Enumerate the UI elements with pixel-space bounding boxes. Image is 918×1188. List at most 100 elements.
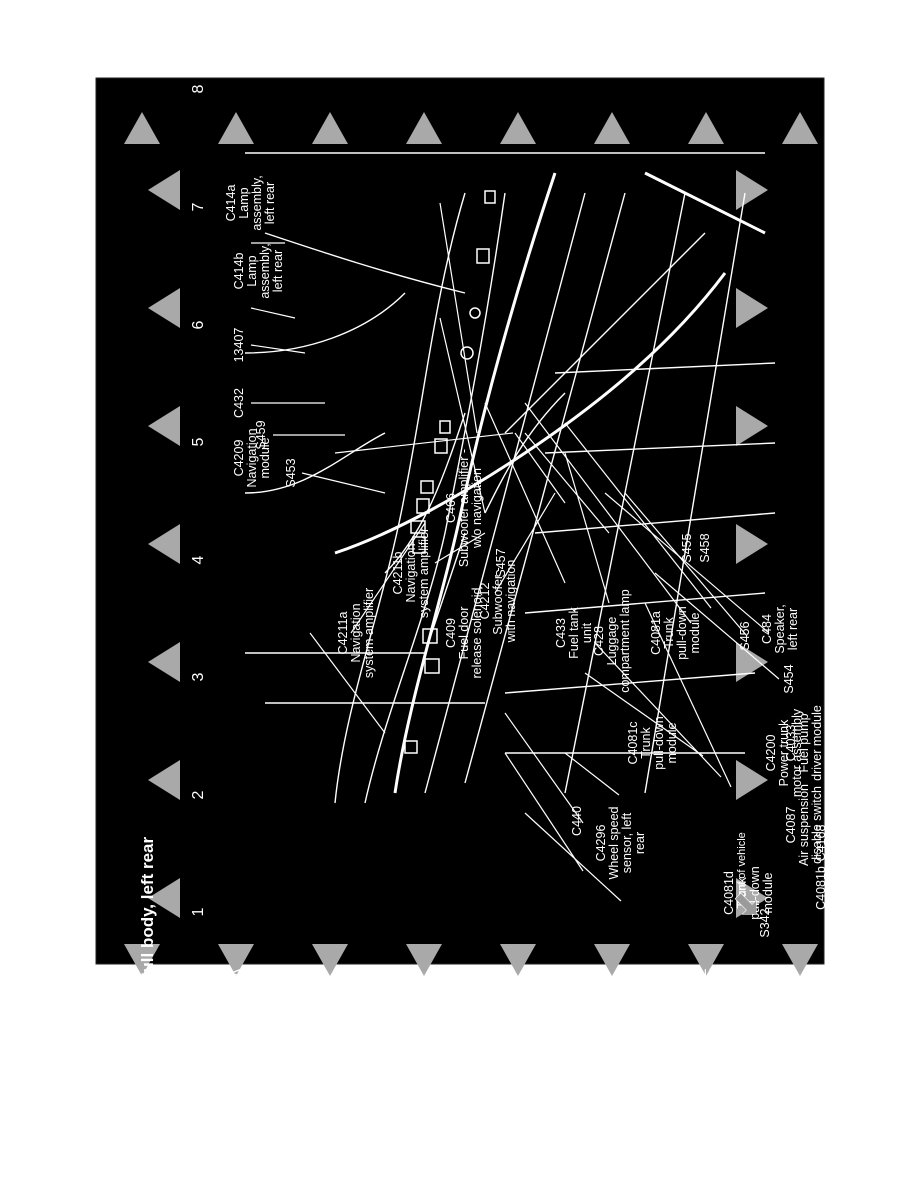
callout-line: S459 [254,420,268,449]
callout-c4212: C4212Subwoofer -with navigation [478,560,518,644]
callout-c4087: C4087Air suspensiondisable switch [784,784,824,866]
col-label: 8 [852,84,869,93]
callout-13407: 13407 [232,328,246,363]
border-marker [406,112,442,144]
callout-line: left rear [263,182,277,224]
callout-line: S458 [698,533,712,562]
callout-line: Subwoofer amplifier - [457,449,471,567]
border-marker [736,642,768,682]
border-marker [782,944,818,976]
callout-line: Navigation [349,603,363,662]
callout-line: Wheel speed [607,806,621,879]
callout-c466: C466Subwoofer amplifier -w/o navigation [444,449,484,567]
callout-line: w/o navigation [470,468,484,549]
border-marker [312,944,348,976]
vehicle-harness-drawing [244,152,776,804]
callout-line: left rear [271,250,285,292]
row-label: C [464,27,481,39]
callout-line: Lamp [237,187,251,218]
callout-line: C466 [444,493,458,523]
callout-line: system amplifier [417,528,431,618]
callout-c4209: C4209Navigationmodule [232,428,272,487]
border-marker [736,760,768,800]
col-label: 2 [190,790,207,799]
callout-line: Luggage [605,617,619,666]
col-label: 3 [852,672,869,681]
callout-line: Power trunk [777,719,791,786]
callout-line: driver module [810,705,824,781]
callout-line: with navigation [504,560,518,644]
callout-c440: C440 [570,806,584,836]
callout-line: left rear [786,608,800,650]
callout-line: Air suspension [797,784,811,866]
callout-line: C432 [232,388,246,418]
callout-line: Subwoofer - [491,567,505,634]
callout-s456: S456 [738,621,752,650]
callout-line: C409 [444,618,458,648]
callout-s457: S457 [494,548,508,577]
callout-line: Shutoff (IFS) [840,808,854,879]
callout-c414b: C414bLampassembly,left rear [232,243,285,298]
border-marker [736,406,768,446]
border-marker [148,642,180,682]
callout-line: S454 [782,664,796,693]
leader-lines [250,202,780,902]
border-marker [594,944,630,976]
callout-line: Trunk [639,727,653,759]
callout-line: module [853,867,867,908]
callout-line: system amplifier [362,588,376,678]
callout-s453: S453 [284,458,298,487]
callout-s455: S455 [680,533,694,562]
col-label: 5 [852,437,869,446]
row-label: B [347,28,364,39]
col-label: 4 [190,555,207,564]
callout-line: C4296 [594,825,608,862]
row-label: E [698,968,715,979]
callout-c4211b: C4211bNavigationsystem amplifier [391,528,431,618]
callout-line: 13407 [232,328,246,363]
border-marker [148,760,180,800]
border-marker [500,944,536,976]
col-label: 7 [852,202,869,211]
callout-line: C414a [224,185,238,222]
callout-line: motor assembly [790,708,804,797]
callout-line: Fuel pump [797,713,811,772]
row-label: B [347,968,364,979]
callout-line: S456 [738,621,752,650]
callout-line: C4033 [784,725,798,762]
border-marker [148,406,180,446]
border-marker [218,112,254,144]
col-label: 1 [190,907,207,916]
callout-line: C4212 [478,583,492,620]
callout-line: C4200 [764,735,778,772]
callout-c433: C433Fuel tankunit [554,607,594,659]
callout-line: module [688,612,702,653]
col-label: 3 [190,672,207,681]
callout-line: C4081b [814,866,828,910]
diagram-panel [180,144,736,944]
border-marker [688,944,724,976]
callout-line: C4081c [626,721,640,764]
callout-line: Trunk [827,872,841,904]
col-label: 1 [852,907,869,916]
col-label: 6 [190,320,207,329]
col-label: 5 [190,437,207,446]
callout-line: assembly, [250,175,264,230]
callout-line: Navigation [245,428,259,487]
callout-line: disable switch [810,786,824,864]
callout-line: pull-down [840,861,854,915]
callout-line: C4087 [784,807,798,844]
callout-line: pull-down [652,716,666,770]
callout-s458: S458 [698,533,712,562]
border-marker [688,112,724,144]
callout-labels: C414aLampassembly,left rear C414bLampass… [224,175,867,937]
callout-line: C4211a [336,612,350,655]
grid-column-labels: 1 2 3 4 5 6 7 8 1 2 3 4 5 6 7 8 [190,84,869,916]
border-marker [782,112,818,144]
callout-line: Navigation [404,543,418,602]
callout-c409: C409Fuel doorrelease solenoid [444,587,484,678]
callout-line: sensor, left [620,812,634,873]
callout-line: C414b [232,253,246,290]
callout-line: S342 [758,908,772,937]
